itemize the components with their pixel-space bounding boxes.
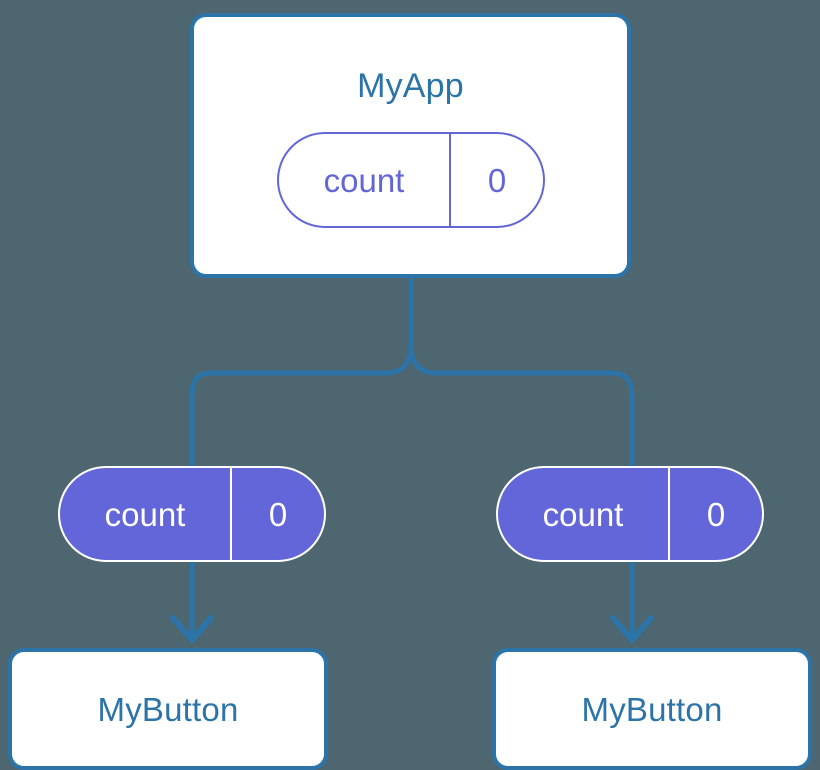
arrow-head-right xyxy=(610,615,654,643)
state-pill-root-key: count xyxy=(279,134,451,226)
tree-connector-path xyxy=(408,277,635,466)
component-title-mybutton-left: MyButton xyxy=(97,690,239,728)
state-pill-child-left-value: 0 xyxy=(268,495,288,533)
state-pill-child-left-key: count xyxy=(60,468,232,560)
state-pill-child-right-value: 0 xyxy=(706,495,726,533)
component-node-myapp[interactable]: MyApp xyxy=(190,13,631,278)
component-node-mybutton-left[interactable]: MyButton xyxy=(8,648,328,770)
state-pill-child-left[interactable]: count 0 xyxy=(58,466,326,562)
arrow-head-left xyxy=(170,615,214,643)
component-node-mybutton-right[interactable]: MyButton xyxy=(492,648,812,770)
state-pill-child-right[interactable]: count 0 xyxy=(496,466,764,562)
state-pill-root[interactable]: count 0 xyxy=(277,132,545,228)
state-pill-child-right-key: count xyxy=(498,468,670,560)
tree-connector-path-left xyxy=(189,344,414,466)
component-title-mybutton-right: MyButton xyxy=(581,690,723,728)
component-title-myapp: MyApp xyxy=(357,67,464,105)
state-pill-root-value: 0 xyxy=(487,161,507,199)
